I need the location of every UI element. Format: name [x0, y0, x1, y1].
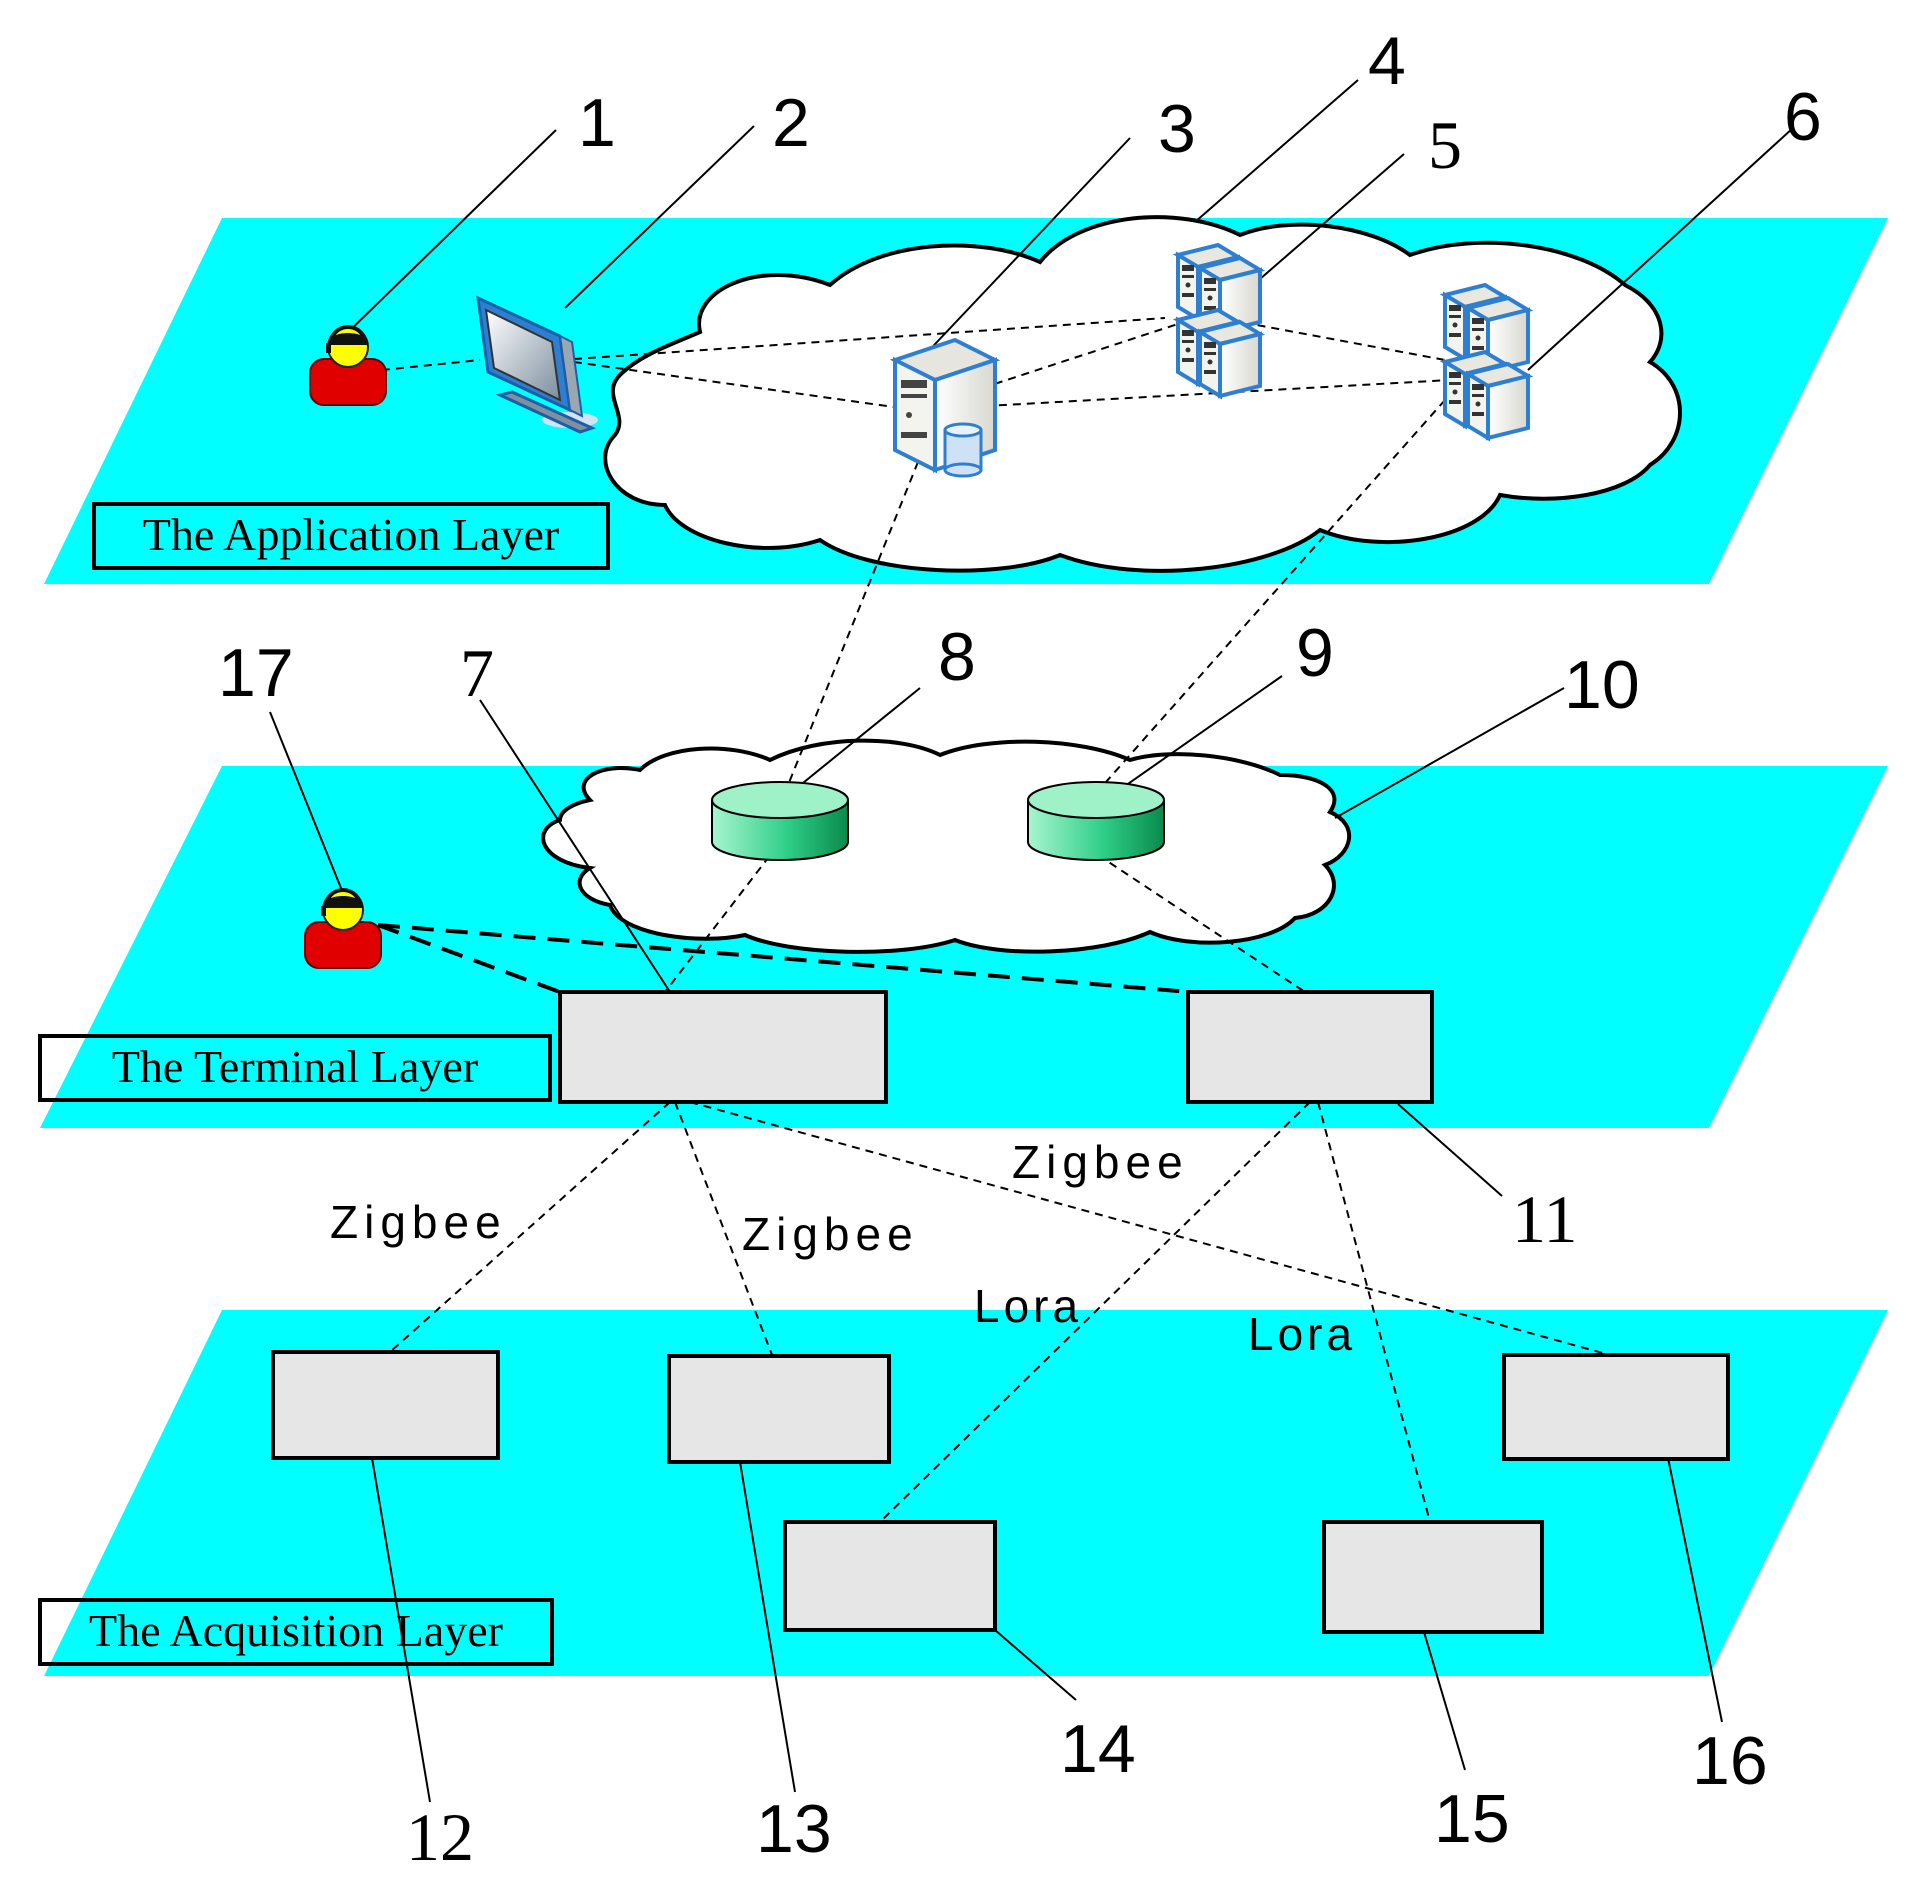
callout-8: 8	[938, 619, 976, 695]
callout-1: 1	[578, 85, 616, 161]
terminal-unit-box	[1186, 990, 1434, 1104]
server-rack-icon	[1176, 243, 1262, 398]
leader-lines	[269, 79, 1794, 1803]
application-layer-title: The Application Layer	[143, 509, 559, 560]
callout-3: 3	[1158, 91, 1196, 167]
terminal-unit-box	[558, 990, 888, 1104]
callout-10: 10	[1564, 647, 1640, 723]
callout-12: 12	[406, 1799, 474, 1875]
server-rack-icon	[1443, 283, 1530, 440]
layer-title-box	[38, 1598, 554, 1666]
callout-7: 7	[460, 635, 494, 711]
link-label-lora: Lora	[1248, 1308, 1356, 1360]
callout-11: 11	[1512, 1181, 1577, 1257]
acquisition-node-box	[667, 1354, 891, 1464]
callout-13: 13	[756, 1791, 832, 1867]
cloud-icon	[541, 738, 1351, 954]
monitor-icon	[476, 295, 598, 434]
acquisition-layer-title: The Acquisition Layer	[89, 1605, 503, 1656]
storage-drum-icon	[1027, 781, 1165, 861]
layer-title-box	[38, 1034, 552, 1102]
network-links	[381, 317, 1611, 1523]
callout-2: 2	[772, 85, 810, 161]
acquisition-node-box	[783, 1520, 997, 1632]
callout-4: 4	[1368, 23, 1406, 99]
link-label-zigbee: Zigbee	[330, 1196, 507, 1248]
callout-6: 6	[1784, 79, 1822, 155]
cloud-icon	[603, 215, 1682, 573]
callout-17: 17	[218, 635, 294, 711]
callout-15: 15	[1434, 1781, 1510, 1857]
callout-9: 9	[1296, 615, 1334, 691]
layer-title-box	[92, 502, 610, 570]
server-icon	[889, 337, 1001, 478]
link-label-zigbee: Zigbee	[742, 1208, 919, 1260]
storage-drum-icon	[711, 781, 849, 861]
acquisition-node-box	[1322, 1520, 1544, 1634]
callout-14: 14	[1060, 1711, 1136, 1787]
link-label-lora: Lora	[974, 1280, 1082, 1332]
callout-16: 16	[1692, 1723, 1768, 1799]
terminal-layer-title: The Terminal Layer	[112, 1041, 478, 1092]
callout-5: 5	[1428, 107, 1462, 183]
acquisition-node-box	[1502, 1353, 1730, 1461]
link-label-zigbee: Zigbee	[1012, 1136, 1189, 1188]
acquisition-node-box	[271, 1350, 500, 1460]
